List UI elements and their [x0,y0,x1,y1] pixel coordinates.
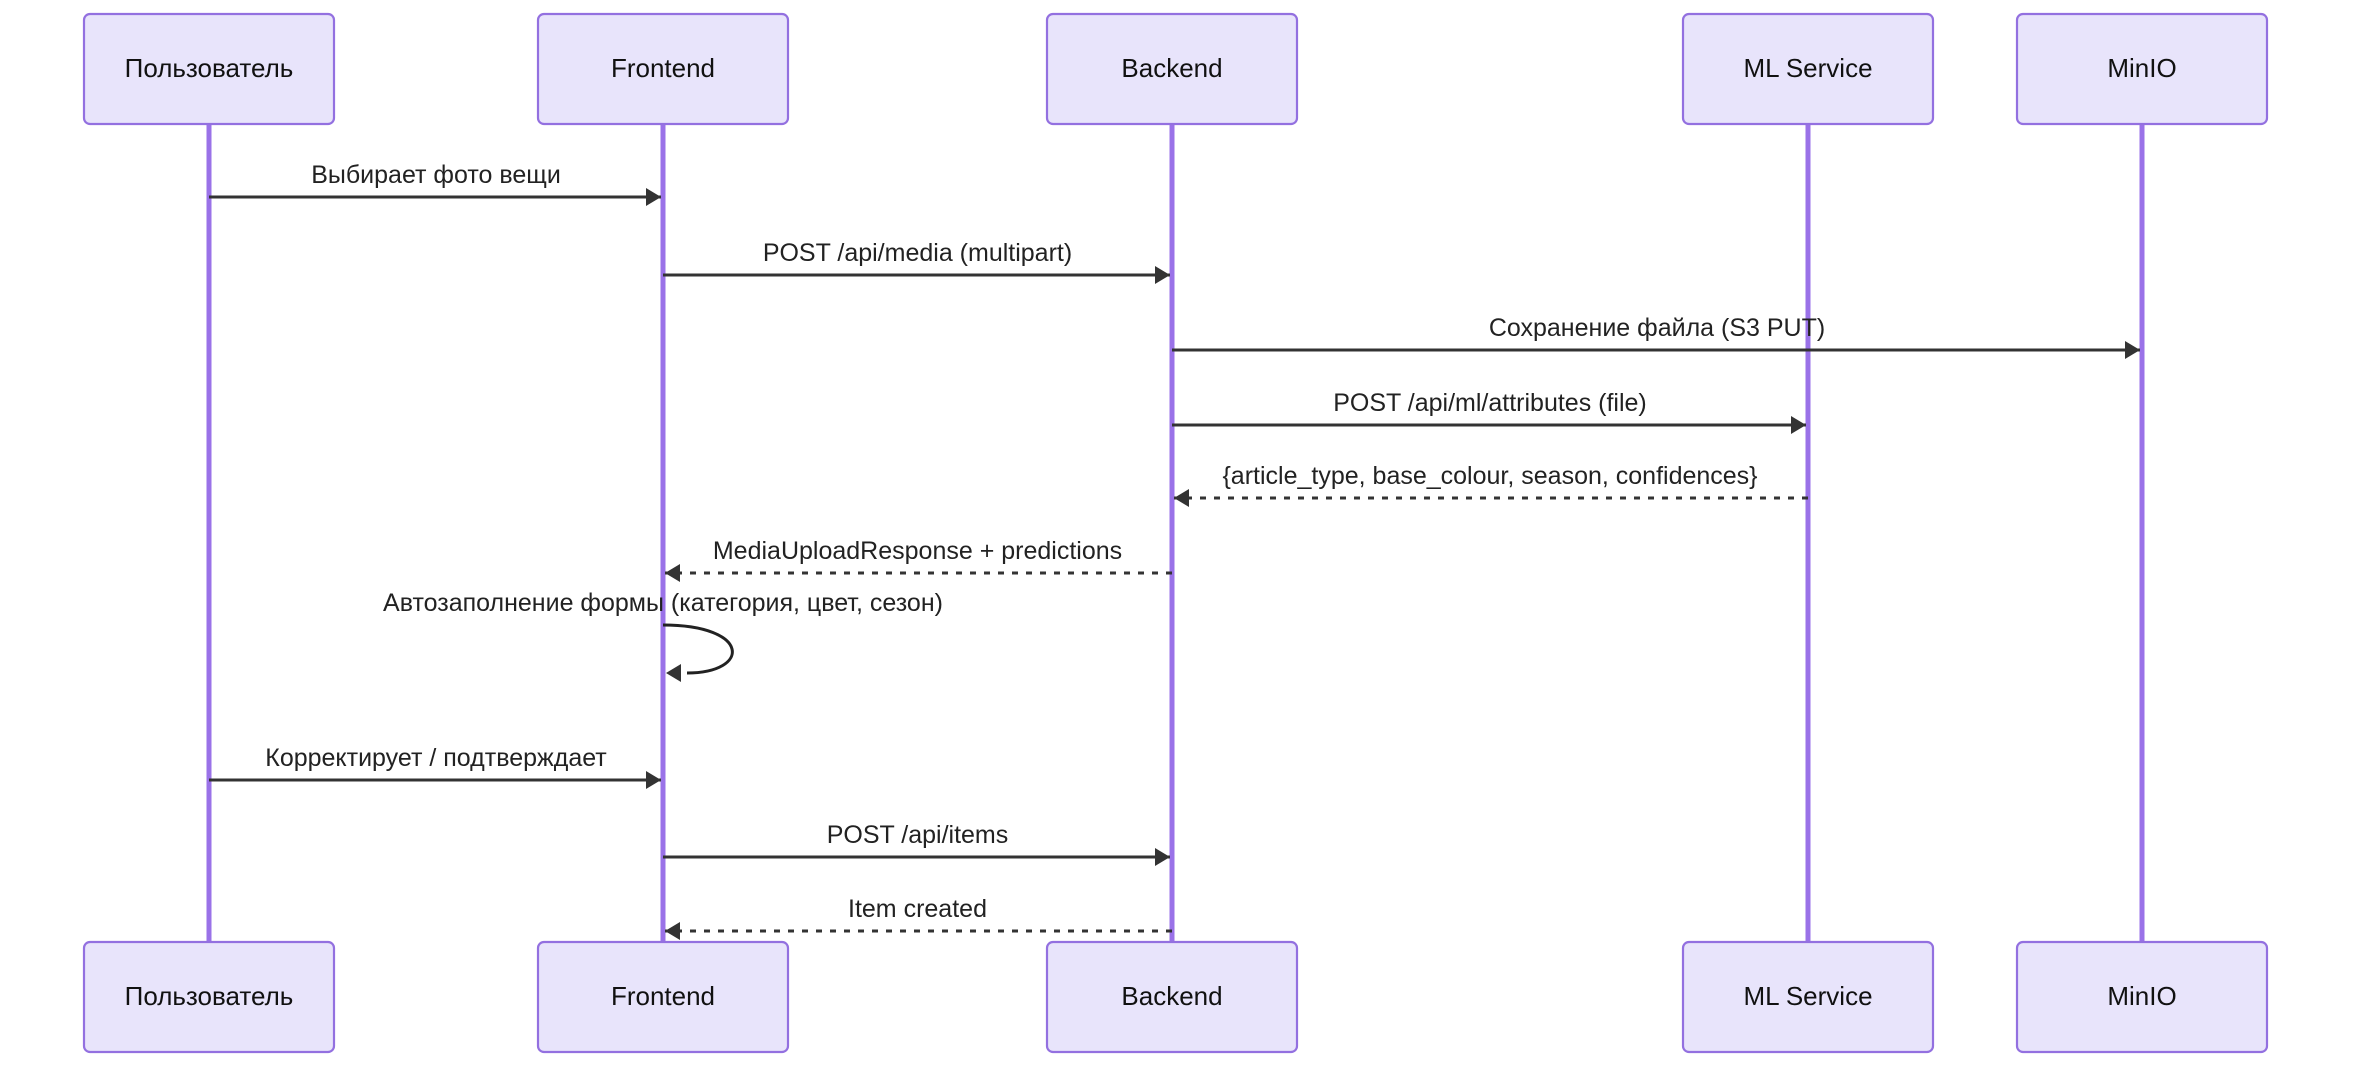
arrow-head-1 [646,188,661,206]
arrow-head-10 [665,922,680,940]
actor-box-ml-bottom[interactable]: ML Service [1681,940,1935,1054]
actor-box-shape [1681,12,1935,126]
actor-box-shape [536,12,790,126]
message-label-8: Корректирует / подтверждает [265,744,607,772]
actor-label-backend: Backend [1121,53,1222,83]
arrow-head-5 [1174,489,1189,507]
actor-label-user: Пользователь [125,53,294,83]
arrow-head-3 [2125,341,2140,359]
message-2[interactable]: POST /api/media (multipart) [663,239,1170,284]
message-4[interactable]: POST /api/ml/attributes (file) [1172,389,1806,434]
message-loop-path [662,623,734,675]
arrow-head-9 [1155,848,1170,866]
message-3[interactable]: Сохранение файла (S3 PUT) [1172,314,2140,359]
actor-box-minio-bottom[interactable]: MinIO [2015,940,2269,1054]
message-label-10: Item created [848,895,987,923]
actor-box-frontend-top[interactable]: Frontend [536,12,790,126]
message-5[interactable]: {article_type, base_colour, season, conf… [1174,462,1808,507]
actor-label-user: Пользователь [125,981,294,1011]
actor-label-ml: ML Service [1743,53,1872,83]
arrow-head-6 [665,564,680,582]
message-label-9: POST /api/items [827,821,1009,849]
actor-box-frontend-bottom[interactable]: Frontend [536,940,790,1054]
actor-box-ml-top[interactable]: ML Service [1681,12,1935,126]
message-9[interactable]: POST /api/items [663,821,1170,866]
actor-label-minio: MinIO [2107,981,2176,1011]
arrow-head-2 [1155,266,1170,284]
message-7[interactable]: Автозаполнение формы (категория, цвет, с… [383,589,943,682]
message-label-7: Автозаполнение формы (категория, цвет, с… [383,589,943,617]
message-label-6: MediaUploadResponse + predictions [713,537,1122,565]
message-1[interactable]: Выбирает фото вещи [209,161,661,206]
actor-box-backend-bottom[interactable]: Backend [1045,940,1299,1054]
actor-box-minio-top[interactable]: MinIO [2015,12,2269,126]
arrow-head-8 [646,771,661,789]
message-label-2: POST /api/media (multipart) [763,239,1072,267]
actor-box-shape [82,940,336,1054]
actor-box-user-top[interactable]: Пользователь [82,12,336,126]
actor-box-shape [536,940,790,1054]
message-10[interactable]: Item created [665,895,1172,940]
message-label-4: POST /api/ml/attributes (file) [1333,389,1647,417]
actor-box-shape [2015,940,2269,1054]
arrow-head-7 [666,664,681,682]
lifelines-layer [206,124,2145,942]
message-label-1: Выбирает фото вещи [311,161,561,189]
actor-box-shape [1045,12,1299,126]
message-label-3: Сохранение файла (S3 PUT) [1489,314,1825,342]
actor-box-user-bottom[interactable]: Пользователь [82,940,336,1054]
arrow-head-4 [1791,416,1806,434]
actor-boxes-layer: ПользовательПользовательFrontendFrontend… [82,12,2269,1054]
actor-box-backend-top[interactable]: Backend [1045,12,1299,126]
actor-label-ml: ML Service [1743,981,1872,1011]
actor-box-shape [1045,940,1299,1054]
actor-label-minio: MinIO [2107,53,2176,83]
actor-label-frontend: Frontend [611,53,715,83]
message-label-5: {article_type, base_colour, season, conf… [1222,462,1757,490]
message-6[interactable]: MediaUploadResponse + predictions [665,537,1172,582]
actor-label-backend: Backend [1121,981,1222,1011]
actor-box-shape [82,12,336,126]
actor-box-shape [2015,12,2269,126]
message-8[interactable]: Корректирует / подтверждает [209,744,661,789]
actor-label-frontend: Frontend [611,981,715,1011]
actor-box-shape [1681,940,1935,1054]
